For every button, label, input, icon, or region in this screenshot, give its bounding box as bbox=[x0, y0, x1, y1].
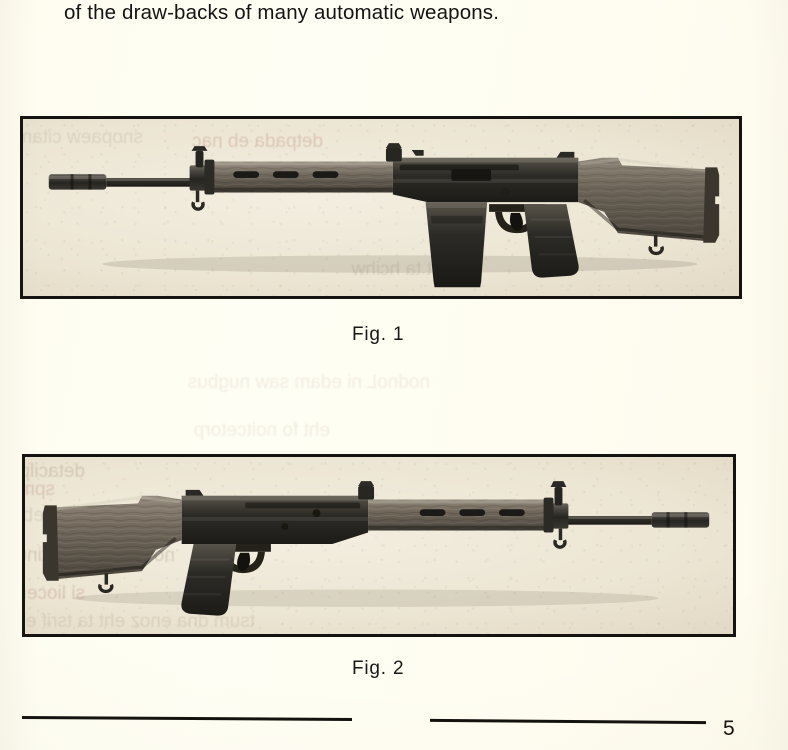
footer-rule-left bbox=[21, 715, 353, 722]
figure-1-photo-background bbox=[23, 119, 739, 296]
figure-1: snopaew citamotua ynam fo detpada eb nac… bbox=[20, 116, 742, 299]
bleed-through-text: eht fo noitcetorp bbox=[193, 420, 330, 441]
footer-rule-right bbox=[429, 718, 707, 725]
figure-1-frame: snopaew citamotua ynam fo detpada eb nac… bbox=[20, 116, 742, 299]
figure-2-frame: detacilpmoc erom era dna spmoc dnuorg hc… bbox=[22, 454, 736, 637]
clipped-text-line-above: , , , bbox=[330, 0, 760, 3]
body-text-line: of the draw-backs of many automatic weap… bbox=[64, 1, 500, 24]
figure-2-caption: Fig. 2 bbox=[352, 658, 405, 679]
body-text-block: , , , of the draw-backs of many automati… bbox=[0, 0, 788, 34]
figure-1-caption: Fig. 1 bbox=[352, 324, 405, 345]
figure-2: detacilpmoc erom era dna spmoc dnuorg hc… bbox=[22, 454, 736, 637]
page-number: 5 bbox=[723, 717, 735, 740]
rifle-illustration-figure-1 bbox=[48, 143, 722, 288]
bleed-through-text: nodnoL ni edam saw nugbus bbox=[187, 372, 430, 393]
rifle-illustration-figure-2 bbox=[40, 481, 710, 616]
